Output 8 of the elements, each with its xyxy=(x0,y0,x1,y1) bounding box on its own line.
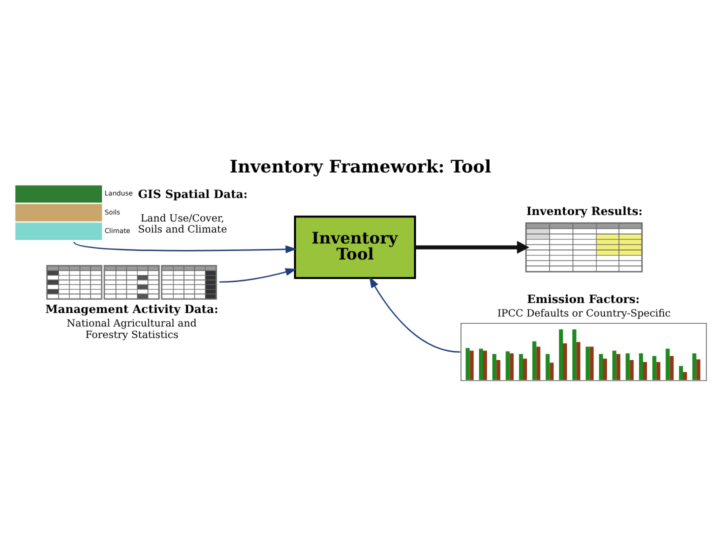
diagram-title: Inventory Framework: Tool xyxy=(230,158,492,178)
node-label: Management Activity Data: xyxy=(45,302,218,316)
node-label: Emission Factors: xyxy=(527,292,640,306)
node-label: Inventory Results: xyxy=(526,204,643,218)
node-label: Land Use/Cover, Soils and Climate xyxy=(138,213,227,236)
node-label: National Agricultural and Forestry Statistics xyxy=(66,318,197,341)
node-label: GIS Spatial Data: xyxy=(138,187,248,202)
node-label: IPCC Defaults or Country-Specific xyxy=(497,308,671,320)
